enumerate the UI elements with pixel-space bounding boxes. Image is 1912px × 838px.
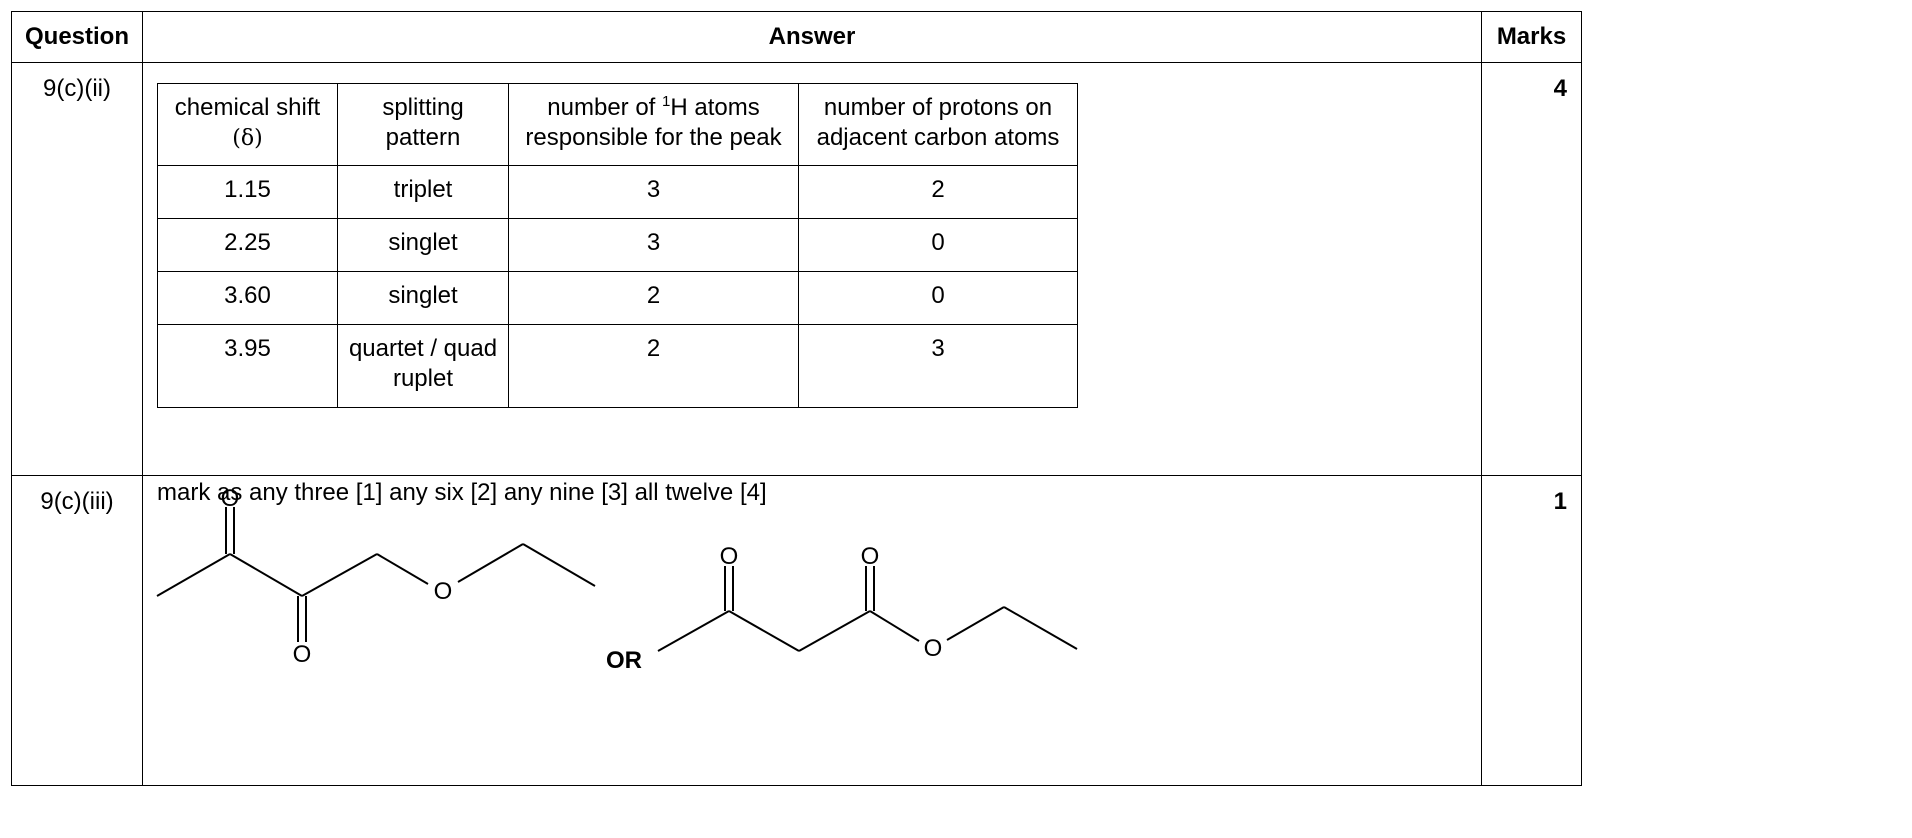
shift-cell: 2.25 xyxy=(157,218,338,272)
shift-cell: 1.15 xyxy=(157,165,338,219)
adjacent-cell: 0 xyxy=(798,218,1078,272)
h-atoms-cell: 2 xyxy=(508,271,799,325)
h-atoms-cell: 2 xyxy=(508,324,799,408)
h-atoms-header: number of 1H atoms responsible for the p… xyxy=(508,83,799,166)
table-row: 1.15 triplet 3 2 xyxy=(157,165,1078,219)
header-row: Question Answer Marks xyxy=(11,11,1582,63)
question-header: Question xyxy=(11,11,143,63)
h-atoms-cell: 3 xyxy=(508,165,799,219)
shift-cell: 3.95 xyxy=(157,324,338,408)
pattern-cell: singlet xyxy=(337,271,509,325)
or-label: OR xyxy=(606,647,642,674)
marks-value: 1 xyxy=(1481,475,1582,786)
adjacent-protons-header: number of protons on adjacent carbon ato… xyxy=(798,83,1078,166)
h-atoms-cell: 3 xyxy=(508,218,799,272)
adjacent-cell: 2 xyxy=(798,165,1078,219)
adjacent-cell: 0 xyxy=(798,271,1078,325)
pattern-cell: quartet / quad ruplet xyxy=(337,324,509,408)
molecule-1 xyxy=(156,507,596,642)
answer-cell: O O O OR O O O xyxy=(142,475,1482,786)
nmr-table: chemical shift (δ) splitting pattern num… xyxy=(157,83,1078,408)
adjacent-cell: 3 xyxy=(798,324,1078,408)
oxygen-label: O xyxy=(221,485,240,512)
oxygen-label: O xyxy=(861,543,880,570)
splitting-pattern-header: splitting pattern xyxy=(337,83,509,166)
question-number: 9(c)(ii) xyxy=(11,62,143,476)
mark-scheme-table: Question Answer Marks 9(c)(ii) chemical … xyxy=(11,11,1582,786)
oxygen-label: O xyxy=(924,635,943,662)
question-row-9cii: 9(c)(ii) chemical shift (δ) splitting xyxy=(11,62,1582,506)
pattern-cell: singlet xyxy=(337,218,509,272)
oxygen-label: O xyxy=(293,641,312,668)
answer-header: Answer xyxy=(142,11,1482,63)
chemical-shift-header: chemical shift (δ) xyxy=(157,83,338,166)
pattern-cell: triplet xyxy=(337,165,509,219)
question-number: 9(c)(iii) xyxy=(11,475,143,786)
table-row: 3.60 singlet 2 0 xyxy=(157,271,1078,325)
structures-diagram: O O O OR O O O xyxy=(156,485,1078,674)
marks-header: Marks xyxy=(1481,11,1582,63)
table-row: 2.25 singlet 3 0 xyxy=(157,218,1078,272)
question-row-9ciii: 9(c)(iii) O O O OR xyxy=(11,475,1582,786)
oxygen-label: O xyxy=(720,543,739,570)
nmr-header-row: chemical shift (δ) splitting pattern num… xyxy=(157,83,1078,166)
answer-cell: chemical shift (δ) splitting pattern num… xyxy=(142,62,1482,506)
marks-value: 4 xyxy=(1481,62,1582,476)
table-row: 3.95 quartet / quad ruplet 2 3 xyxy=(157,324,1078,408)
oxygen-label: O xyxy=(434,578,453,605)
molecule-2 xyxy=(657,566,1078,652)
shift-cell: 3.60 xyxy=(157,271,338,325)
